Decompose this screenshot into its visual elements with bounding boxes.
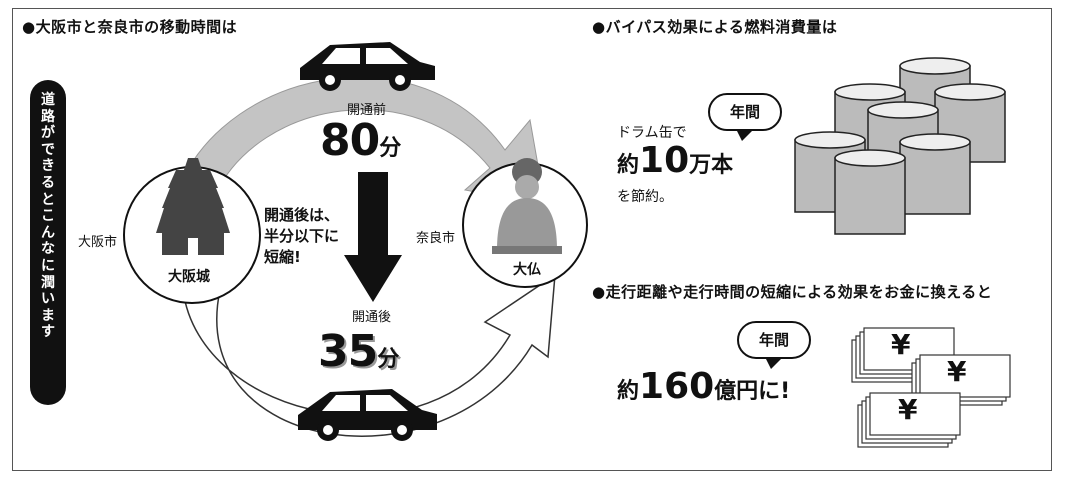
money-amount: 約160億円に! — [617, 366, 790, 407]
vertical-banner-char: な — [41, 241, 55, 258]
after-time-unit: 分 — [377, 347, 399, 372]
fuel-prefix: 約 — [617, 153, 640, 178]
before-time-unit: 分 — [379, 136, 401, 161]
fuel-unit: 万本 — [689, 153, 734, 178]
drum-cans-icon — [794, 57, 1006, 235]
before-time-value: 80 — [320, 115, 380, 166]
vertical-banner-char: 道 — [41, 92, 55, 108]
fuel-annual-badge: 年間 — [708, 93, 782, 141]
vertical-banner-char: い — [41, 291, 55, 308]
yen-symbol: ¥ — [947, 355, 967, 388]
car-top-icon — [300, 42, 435, 91]
frame-border — [12, 8, 1052, 471]
fuel-amount: 約10万本 — [617, 140, 733, 181]
osaka-castle-icon — [156, 158, 230, 255]
osaka-city-label: 大阪市 — [78, 235, 118, 250]
money-unit: 億円に! — [714, 379, 791, 404]
vertical-banner-char: で — [41, 141, 55, 158]
after-time-value: 35 — [318, 326, 378, 377]
reduction-note: 開通後は、 半分以下に 短縮! — [264, 205, 339, 268]
daibutsu-icon — [492, 158, 562, 254]
vertical-banner-char: き — [41, 158, 55, 175]
money-annual-badge: 年間 — [737, 321, 811, 369]
vertical-banner-char: に — [41, 257, 55, 274]
fuel-line3: を節約。 — [617, 189, 673, 205]
vertical-banner-char: こ — [41, 208, 55, 225]
money-bills-icon — [851, 327, 1011, 448]
vertical-banner-char: 潤 — [41, 274, 55, 291]
osaka-castle-label: 大阪城 — [168, 269, 210, 285]
car-bottom-icon — [298, 389, 437, 441]
reduction-note-line: 開通後は、 — [264, 206, 340, 224]
fuel-line1: ドラム缶で — [617, 125, 687, 141]
money-title: ●走行距離や走行時間の短縮による効果をお金に換えると — [592, 283, 993, 301]
vertical-banner-char: と — [41, 191, 55, 208]
after-label: 開通後 — [352, 310, 392, 325]
vertical-banner-char: す — [41, 324, 55, 341]
travel-time-title: ●大阪市と奈良市の移動時間は — [22, 18, 238, 36]
fuel-title: ●バイパス効果による燃料消費量は — [592, 18, 838, 36]
money-value: 160 — [639, 366, 715, 407]
before-label: 開通前 — [347, 103, 387, 118]
vertical-banner-char: ま — [41, 307, 55, 324]
vertical-banner-char: が — [41, 125, 55, 142]
yen-symbol: ¥ — [898, 393, 918, 426]
vertical-banner-char: 路 — [41, 108, 55, 125]
after-route-arrow — [182, 273, 556, 437]
reduction-note-line: 短縮! — [264, 248, 301, 266]
after-time: 35分 — [318, 326, 399, 377]
money-prefix: 約 — [617, 379, 640, 404]
before-time: 80分 — [320, 115, 401, 166]
reduction-note-line: 半分以下に — [264, 227, 340, 245]
vertical-banner-text: 道路ができるとこんなに潤います — [30, 92, 66, 341]
vertical-banner-char: ん — [41, 224, 55, 241]
vertical-banner: 道路ができるとこんなに潤います — [30, 80, 66, 405]
fuel-value: 10 — [639, 140, 690, 181]
vertical-banner-char: る — [41, 174, 55, 191]
yen-symbol: ¥ — [891, 328, 911, 361]
down-arrow — [344, 172, 402, 302]
daibutsu-label: 大仏 — [513, 262, 541, 278]
nara-city-label: 奈良市 — [416, 231, 456, 246]
